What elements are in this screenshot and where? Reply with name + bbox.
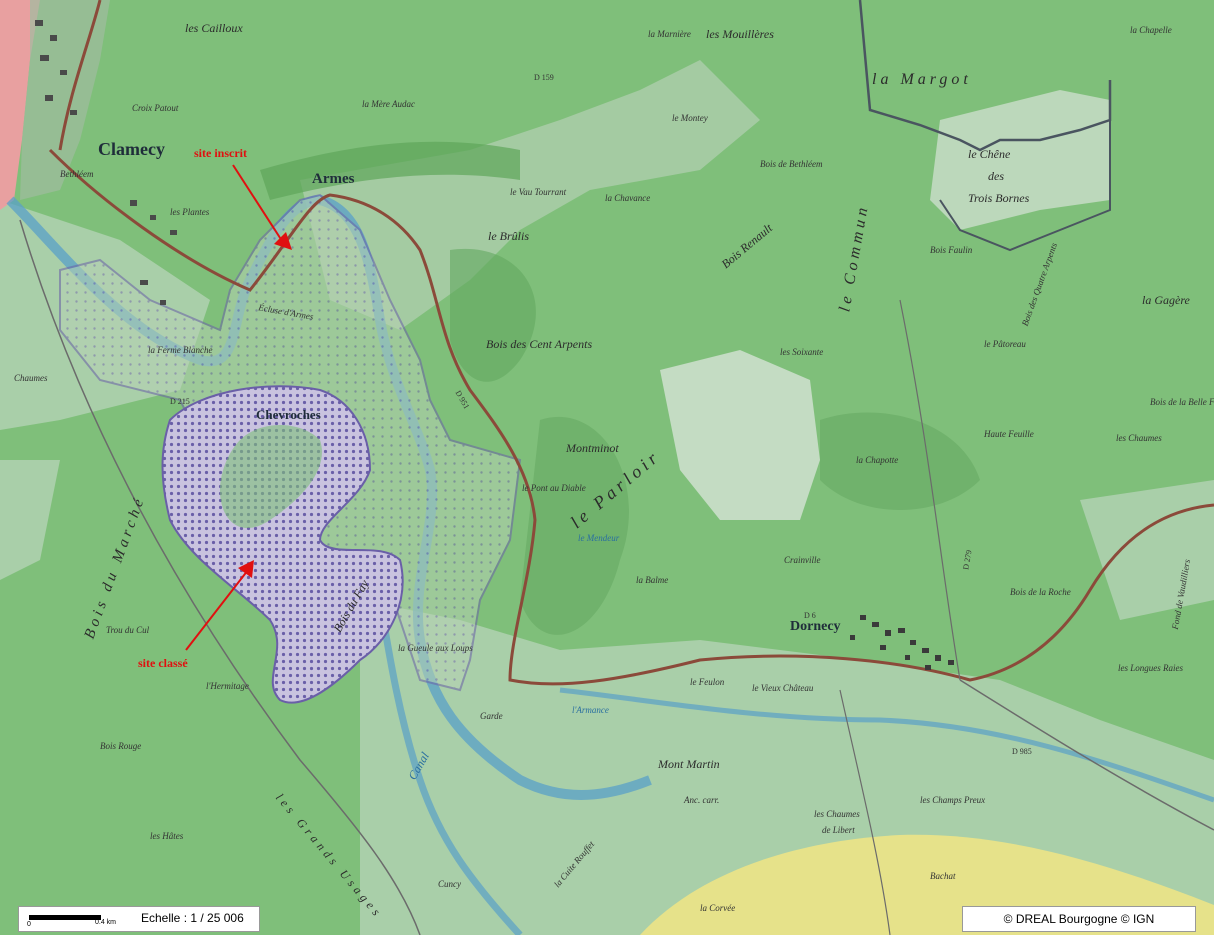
arrowhead-site-inscrit: [274, 232, 292, 250]
arrow-site-classe: [185, 569, 249, 651]
place-armes: Armes: [312, 171, 355, 187]
place-le-brulis: le Brûlis: [488, 229, 529, 243]
place-gueule-aux-loups: la Gueule aux Loups: [398, 643, 473, 653]
place-haute-feuille: Haute Feuille: [984, 429, 1034, 439]
site-classe-wooded-core: [220, 425, 322, 529]
place-le-montey: le Montey: [672, 113, 708, 123]
town-clamecy: [20, 0, 110, 200]
place-bachat: Bachat: [930, 871, 956, 881]
road-secondary-1: [19, 219, 421, 935]
open-land-edge: [0, 460, 60, 580]
place-l-armance: l'Armance: [572, 705, 609, 715]
place-la-gagere: la Gagère: [1142, 293, 1190, 307]
place-les-mouillees: les Mouillères: [706, 27, 774, 41]
place-la-marniere: la Marnière: [648, 29, 691, 39]
place-mere-audac: la Mère Audac: [362, 99, 415, 109]
place-la-corvee: la Corvée: [700, 903, 736, 913]
place-montminot: Montminot: [566, 441, 619, 455]
village-dornecy: [850, 615, 954, 670]
place-le-patoreau: le Pâtoreau: [984, 339, 1026, 349]
place-l-hermitage: l'Hermitage: [206, 681, 249, 691]
road-label-d159: D 159: [534, 73, 554, 82]
scale-box: 0 0.4 km Echelle : 1 / 25 006: [18, 906, 260, 932]
scale-max: 0.4 km: [95, 919, 117, 926]
arrowhead-site-classe: [238, 560, 254, 578]
place-clamecy: Clamecy: [98, 139, 165, 159]
place-trou-du-cul: Trou du Cul: [106, 625, 150, 635]
road-d985: [959, 679, 1214, 831]
open-land-east: [1080, 480, 1214, 620]
place-trois-bornes: Trois Bornes: [968, 191, 1030, 205]
commune-boundary: [858, 0, 1112, 152]
road-north: [58, 0, 102, 151]
place-les-champs-preux: les Champs Preux: [920, 795, 986, 805]
road-main: [48, 148, 1214, 686]
place-la-balme: la Balme: [636, 575, 669, 585]
river-armance: [559, 687, 1214, 803]
place-chevroches: Chevroches: [256, 407, 321, 422]
place-le-feulon: le Feulon: [690, 677, 725, 687]
place-bois-de-la-roche: Bois de la Roche: [1010, 587, 1071, 597]
place-croix-patout: Croix Patout: [132, 103, 179, 113]
scale-bar: [29, 915, 101, 920]
canal: [376, 599, 523, 935]
place-bethleem: Bethléem: [60, 169, 94, 179]
place-de-libert: de Libert: [822, 825, 855, 835]
scale-zero: 0: [27, 921, 31, 928]
place-dornecy: Dornecy: [790, 619, 841, 634]
place-bois-faulin: Bois Faulin: [930, 245, 973, 255]
place-le-chene: le Chêne: [968, 147, 1011, 161]
annotation-site-classe: site classé: [138, 656, 188, 670]
place-les-chaumes-top: les Chaumes: [1116, 433, 1162, 443]
place-les-soixante: les Soixante: [780, 347, 824, 357]
place-le-vau-tourrant: le Vau Tourrant: [510, 187, 567, 197]
place-garde: Garde: [480, 711, 503, 721]
place-le-mendeur: le Mendeur: [578, 533, 620, 543]
road-label-d6: D 6: [804, 611, 816, 620]
annotation-site-inscrit: site inscrit: [194, 146, 247, 160]
place-les-plantes: les Plantes: [170, 207, 210, 217]
place-chaumes: Chaumes: [14, 373, 48, 383]
place-mont-martin: Mont Martin: [658, 757, 720, 771]
place-la-margot: la Margot: [872, 71, 972, 88]
road-label-d985: D 985: [1012, 747, 1032, 756]
open-land-north: [300, 60, 760, 330]
ridge-armes: [260, 141, 520, 200]
place-des: des: [988, 169, 1004, 183]
place-la-chapotte: la Chapotte: [856, 455, 899, 465]
ridge-brulis: [450, 248, 536, 382]
place-les-longues-raies: les Longues Raies: [1118, 663, 1183, 673]
place-la-chapelle: la Chapelle: [1130, 25, 1172, 35]
place-anc-carr: Anc. carr.: [684, 795, 720, 805]
place-le-pont-au-diable: le Pont au Diable: [522, 483, 586, 493]
place-ferme-blanche: la Ferme Blanche: [148, 345, 213, 355]
road-south: [839, 689, 891, 935]
road-label-d215: D 215: [170, 397, 190, 406]
village-clamecy: [35, 20, 177, 305]
place-bois-cent-arpents: Bois des Cent Arpents: [486, 337, 593, 351]
place-la-chavance: la Chavance: [605, 193, 651, 203]
place-le-vieux-chateau: le Vieux Château: [752, 683, 814, 693]
clearing-trois-bornes: [930, 90, 1110, 230]
place-les-chaumes-libert: les Chaumes: [814, 809, 860, 819]
place-cuncy: Cuncy: [438, 879, 461, 889]
place-les-cailloux: les Cailloux: [185, 21, 243, 35]
site-classe-area[interactable]: [161, 385, 404, 704]
map-credit: © DREAL Bourgogne © IGN: [962, 906, 1196, 932]
ridge-chapotte: [820, 412, 980, 510]
clearing-parloir: [660, 350, 820, 520]
road-d6: [899, 299, 961, 681]
place-crainville: Crainville: [784, 555, 821, 565]
place-bois-de-bethleem: Bois de Bethléem: [760, 159, 823, 169]
place-bois-belle-foret: Bois de la Belle Forêt: [1150, 397, 1214, 407]
arrow-site-inscrit: [232, 164, 285, 245]
place-bois-rouge: Bois Rouge: [100, 741, 142, 751]
commune-boundary-2: [939, 80, 1111, 252]
scale-label: Echelle : 1 / 25 006: [141, 911, 244, 925]
ridge-montminot: [520, 416, 629, 635]
place-les-hates: les Hâtes: [150, 831, 184, 841]
